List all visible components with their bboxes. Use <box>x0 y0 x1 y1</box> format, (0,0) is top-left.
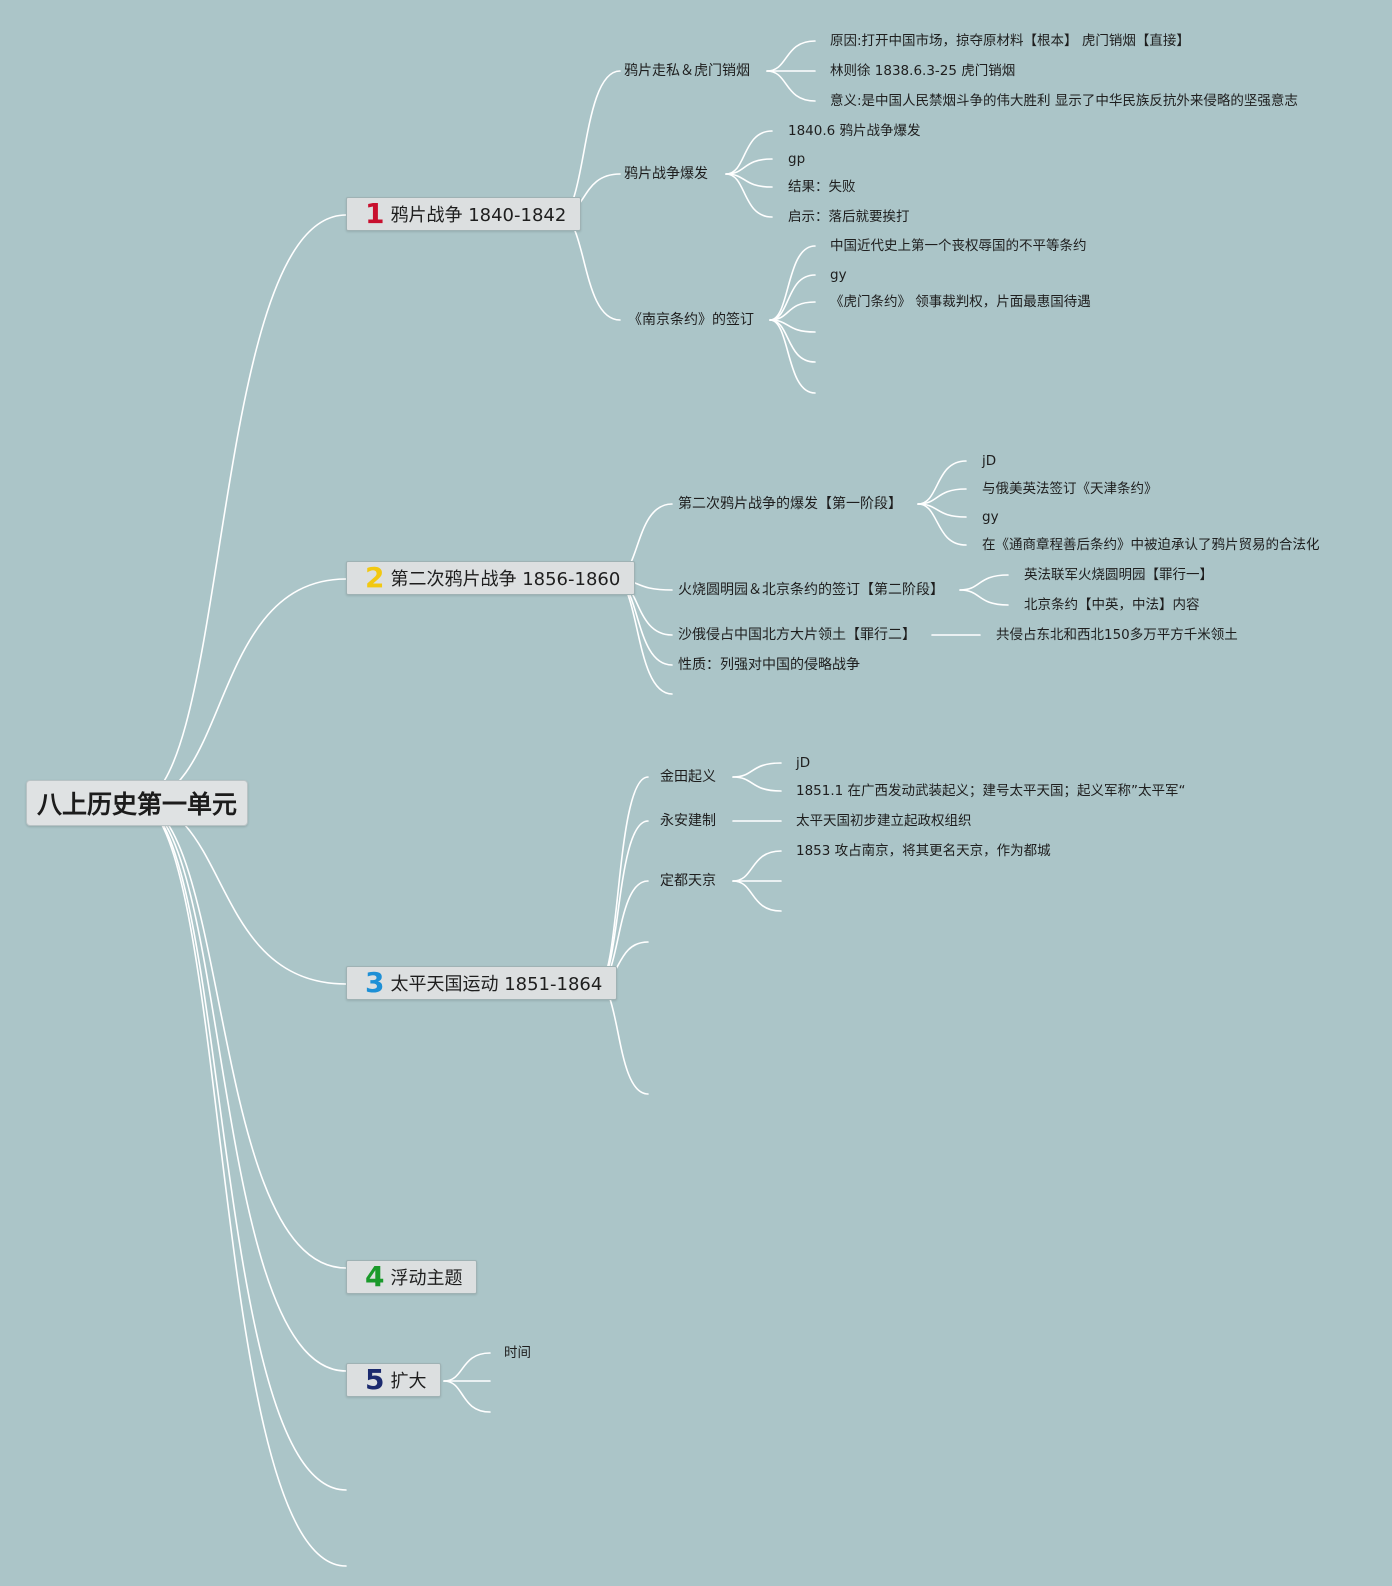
leaf-node[interactable]: 太平天国初步建立起政权组织 <box>796 813 972 829</box>
topic-number: 2 <box>365 561 385 594</box>
leaf-node[interactable]: 北京条约【中英，中法】内容 <box>1024 597 1200 613</box>
connector-line <box>917 503 967 546</box>
topic-node[interactable]: 2 第二次鸦片战争 1856-1860 <box>346 561 636 595</box>
subtopic-node[interactable]: 火烧圆明园＆北京条约的签订【第二阶段】 <box>678 582 944 598</box>
connector-line <box>769 319 816 394</box>
leaf-node[interactable]: 1853 攻占南京，将其更名天京，作为都城 <box>796 843 1051 859</box>
topic-node[interactable]: 1 鸦片战争 1840-1842 <box>346 197 582 231</box>
leaf-node[interactable]: 原因:打开中国市场，掠夺原材料【根本】 虎门销烟【直接】 <box>830 33 1190 49</box>
topic-number: 4 <box>365 1260 385 1293</box>
leaf-node[interactable]: gy <box>982 509 999 525</box>
connector-line <box>725 130 773 175</box>
topic-label: 浮动主题 <box>390 1268 463 1289</box>
leaf-node[interactable]: 在《通商章程善后条约》中被迫承认了鸦片贸易的合法化 <box>982 537 1320 553</box>
root-node[interactable]: 八上历史第一单元 <box>26 780 248 826</box>
connector-line <box>135 801 347 1372</box>
topic-node[interactable]: 4 浮动主题 <box>346 1260 478 1294</box>
connector-line <box>135 801 347 1269</box>
leaf-node[interactable]: 英法联军火烧圆明园【罪行一】 <box>1024 567 1213 583</box>
leaf-node[interactable]: 林则徐 1838.6.3-25 虎门销烟 <box>830 63 1016 79</box>
connector-line <box>732 776 782 792</box>
subtopic-node[interactable]: 《南京条约》的签订 <box>628 312 754 328</box>
leaf-node[interactable]: jD <box>982 453 997 469</box>
connector-line <box>732 762 782 778</box>
root-label: 八上历史第一单元 <box>36 790 237 819</box>
leaf-node[interactable]: 共侵占东北和西北150多万平方千米领土 <box>996 627 1238 643</box>
leaf-node[interactable]: 《虎门条约》 领事裁判权，片面最惠国待遇 <box>830 294 1091 310</box>
leaf-node[interactable]: jD <box>796 755 811 771</box>
connector-line <box>766 70 816 102</box>
topic-node[interactable]: 5 扩大 <box>346 1363 442 1397</box>
leaf-node[interactable]: 与俄美英法签订《天津条约》 <box>982 481 1158 497</box>
connector-line <box>725 173 773 218</box>
connector-line <box>766 40 816 72</box>
leaf-node[interactable]: 中国近代史上第一个丧权辱国的不平等条约 <box>830 238 1087 254</box>
connector-line <box>959 574 1009 591</box>
leaf-node[interactable]: gp <box>788 151 806 167</box>
connector-line <box>135 801 347 1491</box>
subtopic-node[interactable]: 永安建制 <box>660 813 716 829</box>
connector-line <box>732 880 782 912</box>
connector-line <box>732 850 782 882</box>
connector-line <box>559 70 621 216</box>
topic-number: 1 <box>365 197 385 230</box>
connector-line <box>135 801 347 1567</box>
leaf-node[interactable]: gy <box>830 267 847 283</box>
connector-line <box>769 274 816 321</box>
leaf-node[interactable]: 意义:是中国人民禁烟斗争的伟大胜利 显示了中华民族反抗外来侵略的坚强意志 <box>830 93 1298 109</box>
leaf-node[interactable]: 启示：落后就要挨打 <box>788 209 910 225</box>
subtopic-node[interactable]: 性质：列强对中国的侵略战争 <box>678 657 860 673</box>
connector-line <box>135 578 347 803</box>
connector-line <box>597 983 649 1095</box>
connector-line <box>769 245 816 321</box>
subtopic-node[interactable]: 鸦片走私＆虎门销烟 <box>624 63 750 79</box>
leaf-node[interactable]: 时间 <box>504 1345 531 1361</box>
connector-line <box>135 214 347 803</box>
topic-node[interactable]: 3 太平天国运动 1851-1864 <box>346 966 618 1000</box>
subtopic-node[interactable]: 鸦片战争爆发 <box>624 166 708 182</box>
leaf-node[interactable]: 1851.1 在广西发动武装起义；建号太平天国；起义军称”太平军“ <box>796 783 1186 799</box>
topic-number: 3 <box>365 966 385 999</box>
leaf-node[interactable]: 1840.6 鸦片战争爆发 <box>788 123 921 139</box>
connector-line <box>917 460 967 505</box>
topic-number: 5 <box>365 1363 385 1396</box>
connector-line <box>959 589 1009 606</box>
connector-line <box>443 1380 491 1413</box>
connector-line <box>769 319 816 363</box>
leaf-node[interactable]: 结果：失败 <box>788 179 856 195</box>
subtopic-node[interactable]: 沙俄侵占中国北方大片领土【罪行二】 <box>678 627 916 643</box>
subtopic-node[interactable]: 定都天京 <box>660 873 716 889</box>
topic-label: 鸦片战争 1840-1842 <box>390 205 567 226</box>
topic-label: 太平天国运动 1851-1864 <box>390 974 603 995</box>
topic-label: 扩大 <box>390 1371 427 1392</box>
subtopic-node[interactable]: 金田起义 <box>660 769 716 785</box>
connector-line <box>443 1352 491 1382</box>
topic-label: 第二次鸦片战争 1856-1860 <box>390 569 621 590</box>
subtopic-node[interactable]: 第二次鸦片战争的爆发【第一阶段】 <box>678 496 902 512</box>
